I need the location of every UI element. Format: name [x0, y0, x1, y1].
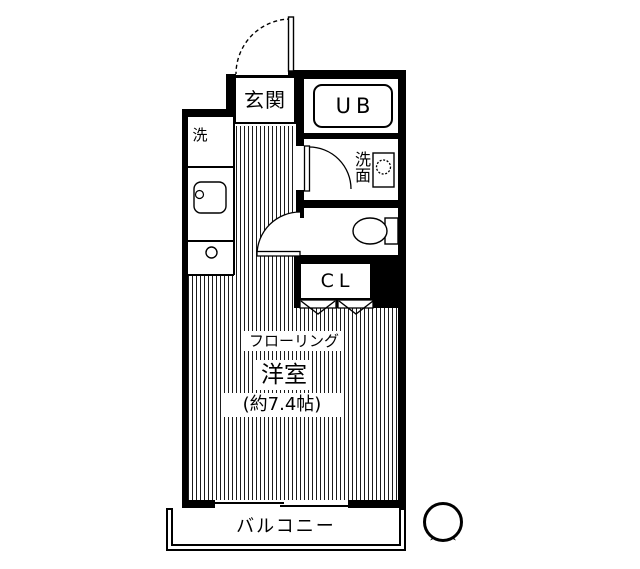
wall-bottom-right — [348, 500, 406, 508]
laundry-bottom-line — [188, 166, 234, 168]
room-name-label: 洋室 — [256, 360, 312, 390]
unit-bath-tub — [313, 84, 393, 128]
washbasin-bowl-icon — [375, 159, 392, 175]
stove-burner-icon — [205, 246, 218, 259]
sliding-window-right-pane — [280, 505, 348, 507]
compass — [423, 502, 463, 542]
toilet-bowl — [352, 217, 388, 245]
laundry-label: 洗 — [192, 125, 208, 144]
wall-top — [288, 70, 406, 79]
counter-bottom-line — [188, 274, 234, 276]
balcony-label: バルコニー — [236, 516, 336, 537]
entrance-room — [234, 76, 296, 124]
bifold-fold-mark-left — [300, 300, 336, 315]
kitchen-sink — [193, 181, 227, 214]
toilet-door-swing-area — [257, 212, 300, 255]
bifold-fold-mark-right — [338, 300, 374, 315]
unit-bath-label: UB — [335, 93, 376, 118]
sliding-window-left-pane — [215, 502, 284, 504]
balcony — [171, 508, 401, 546]
faucet-icon — [194, 189, 205, 200]
flooring-label: フローリング — [244, 331, 344, 351]
entrance-door-leaf — [287, 16, 295, 72]
wall-unit-bath-bottom — [296, 133, 398, 139]
closet-box — [299, 262, 372, 300]
sink-bottom-line — [188, 240, 234, 242]
washroom-door-leaf — [303, 145, 311, 192]
kitchen-divider-line — [233, 117, 235, 275]
washroom-label: 洗面 — [352, 151, 371, 183]
wall-entrance-left — [226, 74, 236, 117]
wall-center-upper — [296, 79, 304, 146]
toilet-door-leaf — [256, 250, 301, 257]
washroom-door-arc — [308, 146, 352, 190]
closet-bifold-left — [299, 299, 337, 309]
closet-bifold-right — [337, 299, 374, 309]
room-size-label: (約7.4帖) — [222, 393, 342, 417]
entrance-door-arc — [235, 18, 292, 75]
wall-bottom-left — [182, 500, 215, 508]
wall-laundry-top — [182, 109, 236, 117]
wall-left — [182, 109, 188, 508]
entrance-label: 玄関 — [244, 88, 286, 112]
closet-label: CL — [320, 269, 355, 292]
toilet-door-arc — [256, 211, 301, 256]
wall-washroom-bottom — [296, 200, 398, 208]
